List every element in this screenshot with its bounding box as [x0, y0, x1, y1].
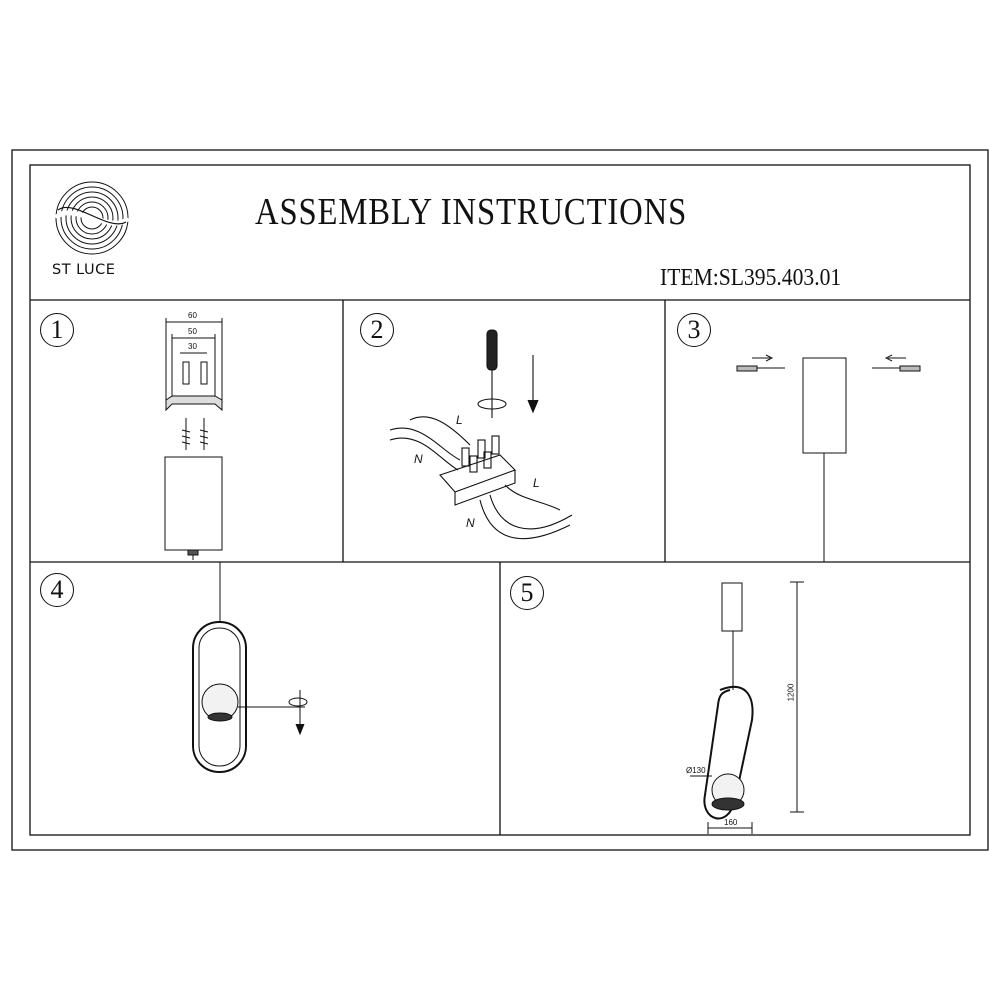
step-number-5: 5 [510, 576, 544, 610]
rotate-arrow-icon [477, 398, 507, 410]
dim-30: 30 [188, 342, 197, 351]
dim-diameter-130: Ø130 [686, 766, 706, 775]
step-number-3: 3 [677, 313, 711, 347]
dim-1200: 1200 [786, 683, 796, 702]
terminal-block-icon [439, 435, 516, 506]
outer-frame [11, 149, 989, 851]
dim-160: 160 [724, 818, 738, 827]
page-title: ASSEMBLY INSTRUCTIONS [255, 191, 688, 233]
wire-label-l-top: L [456, 413, 463, 427]
step3-figure [736, 354, 921, 562]
step1-figure [164, 318, 223, 560]
screw-icon [181, 418, 209, 450]
step5-figure [690, 581, 804, 834]
dim-50: 50 [188, 327, 197, 336]
wire-label-n-top: N [414, 452, 423, 466]
wire-label-l-bottom: L [533, 476, 540, 490]
step-number-1: 1 [40, 313, 74, 347]
item-code: ITEM:SL395.403.01 [660, 265, 842, 291]
down-arrow-icon [527, 355, 539, 414]
step4-figure [192, 562, 308, 773]
dim-60: 60 [188, 311, 197, 320]
wire-label-n-bottom: N [466, 516, 475, 530]
screwdriver-icon [486, 329, 498, 418]
step-number-4: 4 [40, 573, 74, 607]
step2-figure [389, 329, 573, 540]
st-luce-logo-icon [54, 181, 130, 255]
brand-name: ST LUCE [52, 262, 116, 278]
step-number-2: 2 [360, 313, 394, 347]
